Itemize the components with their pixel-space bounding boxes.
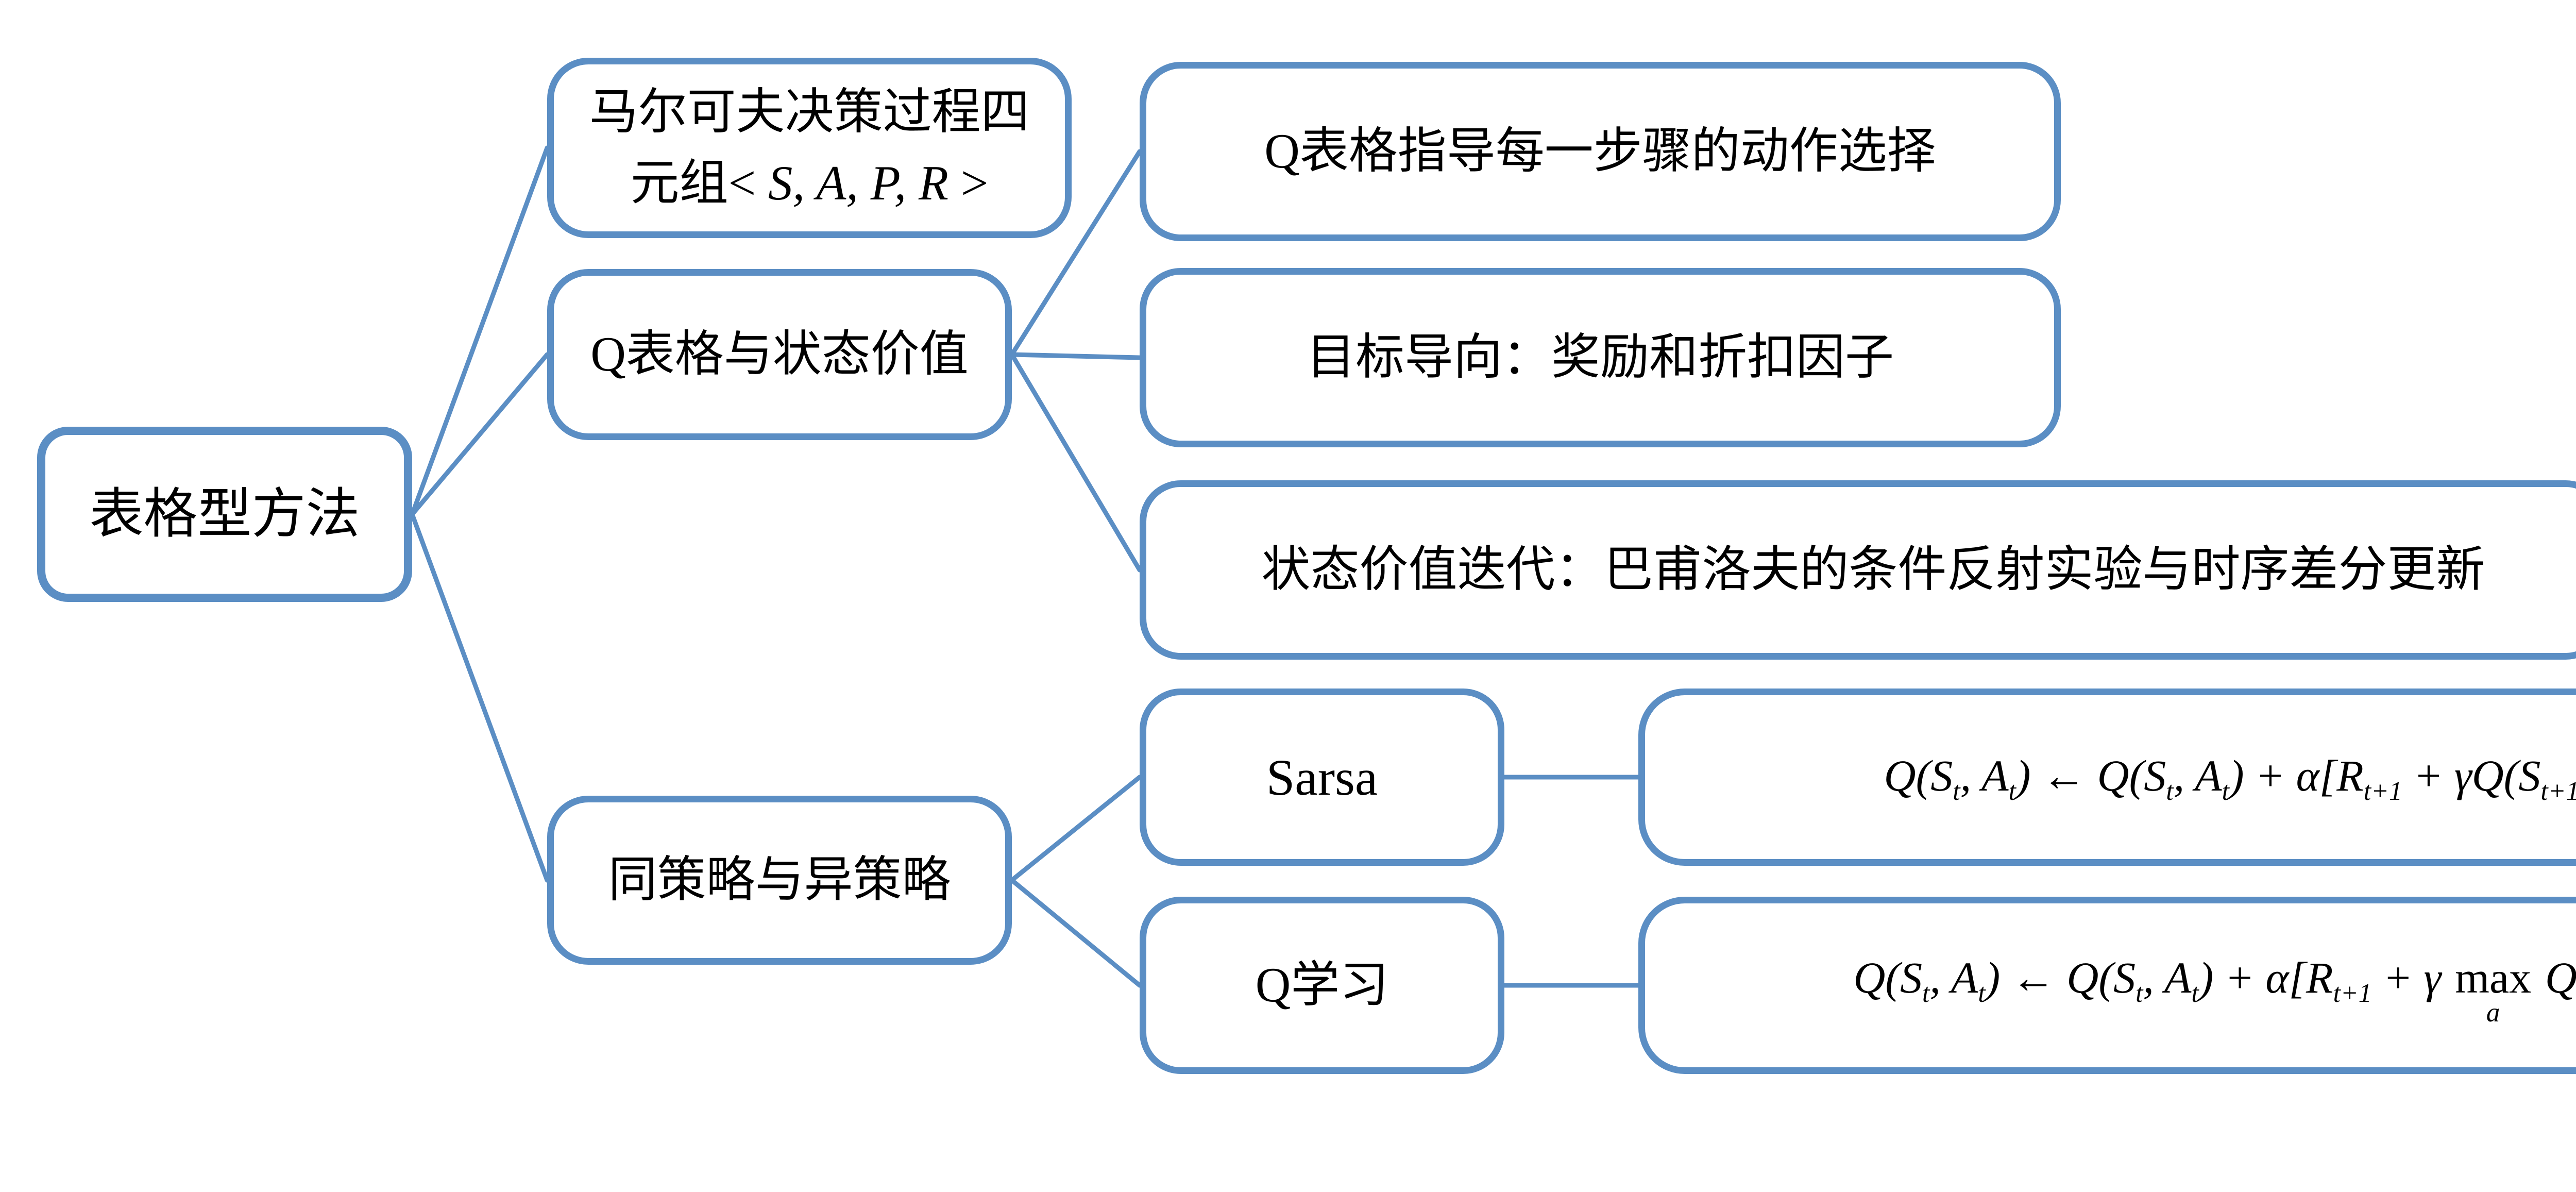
- node-label: Q表格指导每一步骤的动作选择: [1264, 124, 1936, 179]
- node-label: 同策略与异策略: [608, 852, 951, 908]
- formula-text: Q(St, At) ← Q(St, At) + α[Rt+1 + γQ(St+1…: [1884, 750, 2576, 806]
- node-sarsa: Sarsa: [1140, 689, 1504, 866]
- connector-root-mdp: [410, 145, 550, 517]
- connector-policy-sarsa: [1009, 775, 1142, 883]
- connector-root-qtable: [410, 352, 550, 517]
- node-sarsa-update-formula: Q(St, At) ← Q(St, At) + α[Rt+1 + γQ(St+1…: [1638, 689, 2576, 866]
- connector-policy-qlearn: [1009, 878, 1142, 988]
- node-on-off-policy: 同策略与异策略: [547, 796, 1012, 965]
- connector-qtable-valueiter: [1009, 352, 1142, 573]
- connector-qtable-qguide: [1009, 149, 1142, 357]
- node-qtable-action-selection: Q表格指导每一步骤的动作选择: [1140, 62, 2061, 241]
- node-goal-oriented: 目标导向：奖励和折扣因子: [1140, 268, 2061, 447]
- node-label: 目标导向：奖励和折扣因子: [1306, 330, 1894, 385]
- connector-qtable-goal: [1009, 352, 1142, 360]
- node-label: Sarsa: [1266, 748, 1378, 806]
- node-label: Q学习: [1255, 958, 1389, 1013]
- node-label: 表格型方法: [89, 483, 360, 544]
- node-tabular-methods: 表格型方法: [37, 427, 412, 602]
- node-q-learning: Q学习: [1140, 897, 1504, 1074]
- node-state-value-iteration: 状态价值迭代：巴甫洛夫的条件反射实验与时序差分更新: [1140, 480, 2576, 660]
- node-label: 马尔可夫决策过程四元组< S, A, P, R >: [589, 85, 1030, 210]
- node-mdp-tuple: 马尔可夫决策过程四元组< S, A, P, R >: [547, 58, 1072, 238]
- node-label: 状态价值迭代：巴甫洛夫的条件反射实验与时序差分更新: [1261, 542, 2485, 597]
- node-qtable-state-value: Q表格与状态价值: [547, 269, 1012, 440]
- connector-root-policy: [410, 512, 550, 883]
- node-label: Q表格与状态价值: [590, 327, 969, 382]
